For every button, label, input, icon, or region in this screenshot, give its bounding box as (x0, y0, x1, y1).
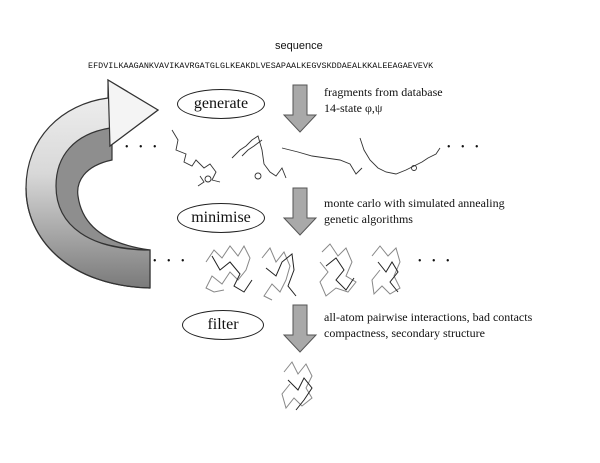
minimise-note-1: monte carlo with simulated annealing (324, 196, 505, 210)
amino-acid-sequence: EFDVILKAAGANKVAVIKAVRGATGLGLKEAKDLVESAPA… (88, 61, 434, 71)
generate-note-2: 14-state φ,ψ (324, 101, 383, 115)
ellipsis-left-minimise: • • • (153, 256, 189, 267)
extended-structure-traces (171, 129, 441, 187)
final-structure-trace (281, 361, 313, 411)
minimise-step-label: minimise (177, 203, 265, 233)
filter-note-1: all-atom pairwise interactions, bad cont… (324, 310, 533, 324)
down-arrow-icon (282, 304, 318, 353)
filter-note-2: compactness, secondary structure (324, 326, 485, 340)
down-arrow-icon (282, 84, 318, 133)
filter-step-label: filter (182, 310, 264, 340)
ellipsis-left-generate: • • • (125, 142, 161, 153)
down-arrow-icon (282, 187, 318, 236)
compact-structure-traces (205, 243, 401, 301)
iteration-loop-arrow-icon (25, 78, 160, 289)
ellipsis-right-minimise: • • • (418, 256, 454, 267)
generate-note-1: fragments from database (324, 85, 443, 99)
generate-step-label: generate (177, 89, 265, 119)
ellipsis-right-generate: • • • (447, 142, 483, 153)
diagram-title: sequence (275, 40, 323, 52)
minimise-note-2: genetic algorithms (324, 212, 413, 226)
